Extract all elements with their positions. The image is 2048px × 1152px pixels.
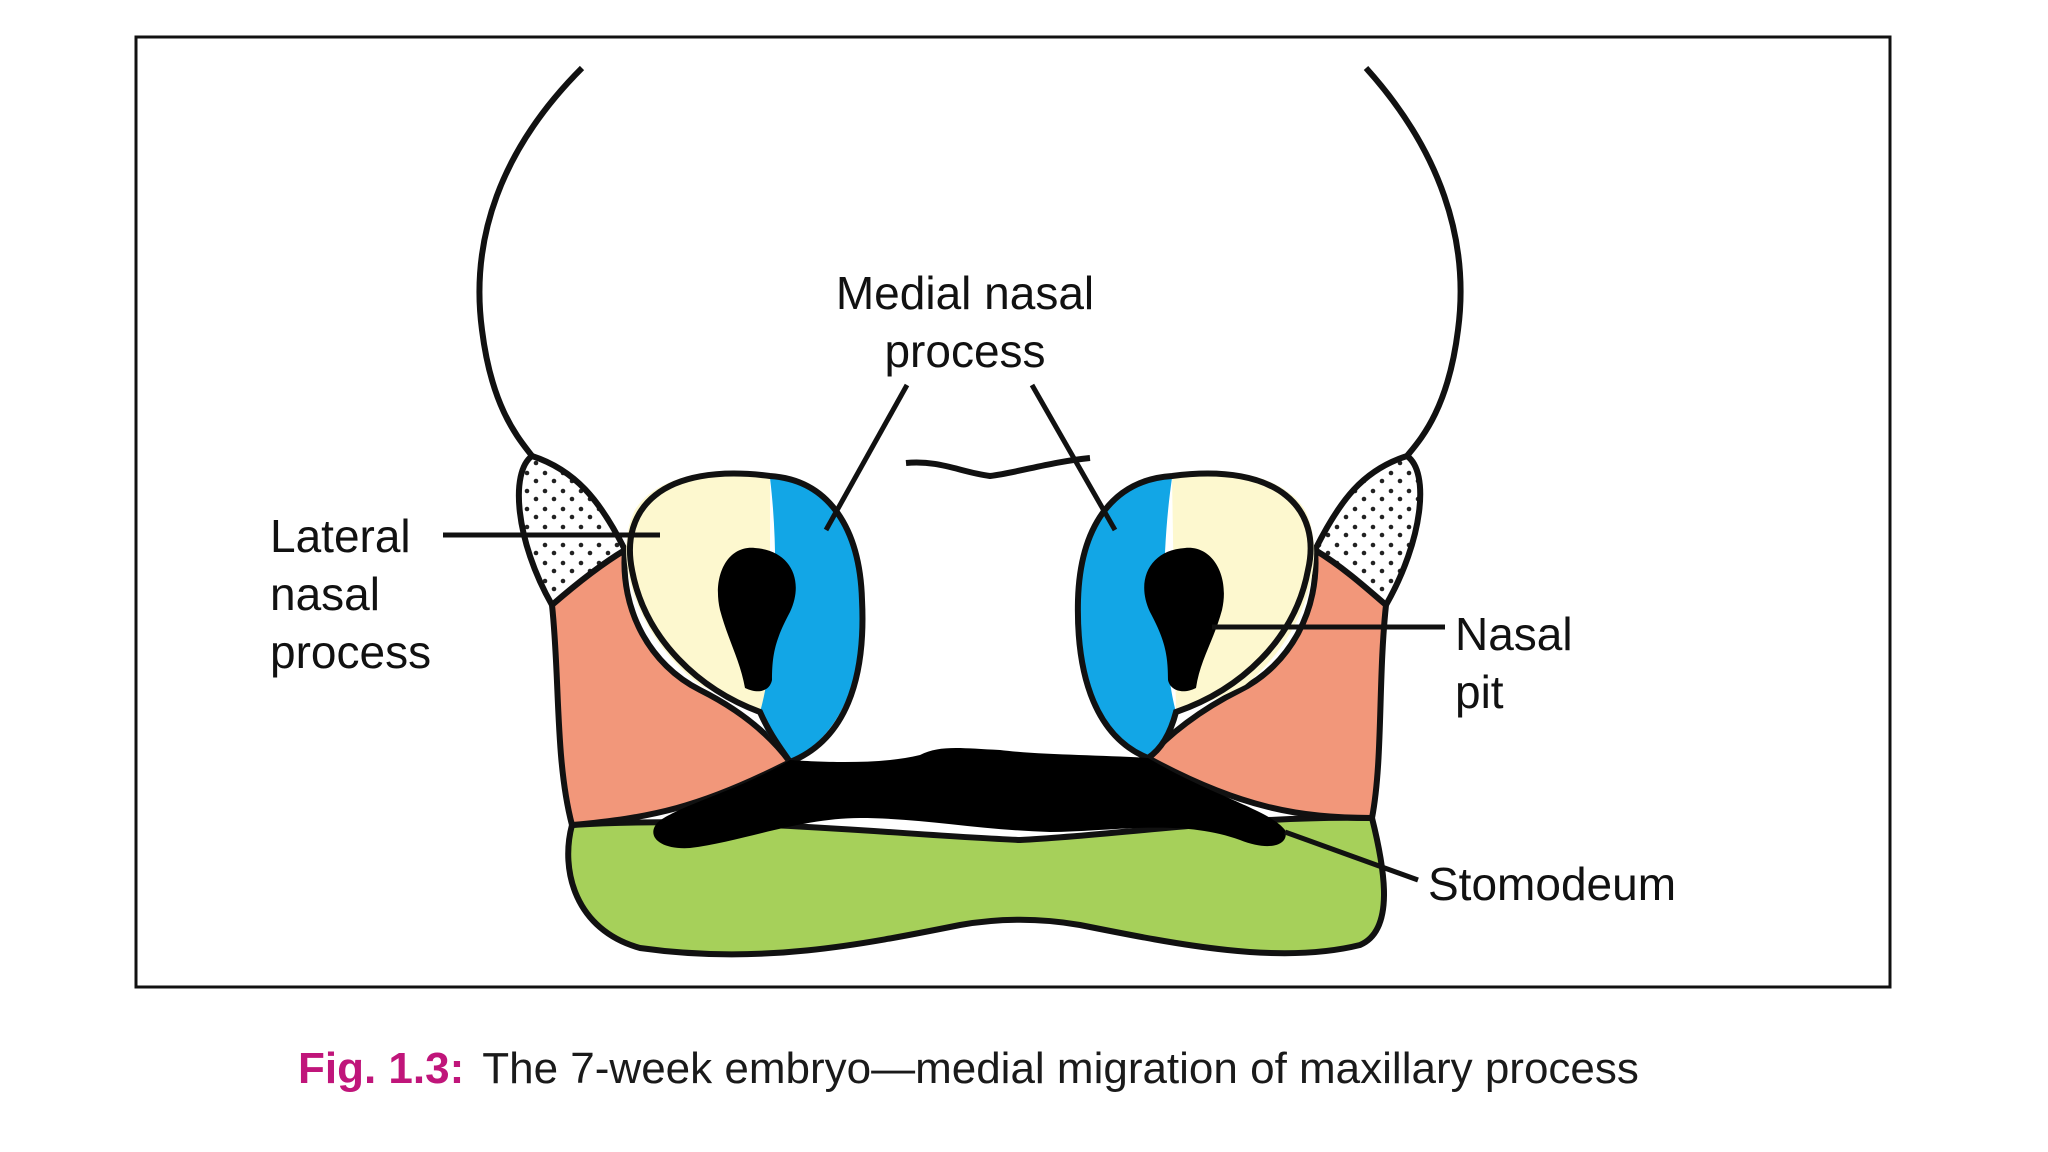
lateral-nasal-label-line2: nasal xyxy=(270,568,380,620)
head-outline xyxy=(476,65,585,458)
stomodeum-pointer-line xyxy=(1284,829,1419,883)
head-outline-right xyxy=(1363,65,1464,458)
nasal-pit-label-line2: pit xyxy=(1455,666,1504,718)
nasal-pit-label-line1: Nasal xyxy=(1455,608,1573,660)
medial-nasal-label-line1: Medial nasal xyxy=(836,267,1094,319)
lateral-nasal-label-line1: Lateral xyxy=(270,510,411,562)
figure-frame xyxy=(134,35,1892,989)
figure-caption: Fig. 1.3: The 7-week embryo—medial migra… xyxy=(298,1044,1639,1093)
medial-nasal-label-line2: process xyxy=(884,325,1045,377)
right-nasal-pit xyxy=(1144,547,1224,692)
left-lateral-nasal-process xyxy=(626,472,770,712)
stomodeum-label: Stomodeum xyxy=(1428,858,1676,910)
left-nasal-process-outline xyxy=(626,470,866,766)
right-nasal-process-outline xyxy=(1074,470,1314,762)
caption-text: The 7-week embryo—medial migration of ma… xyxy=(482,1044,1639,1093)
right-lateral-nasal-process xyxy=(1172,472,1315,712)
caption-number: Fig. 1.3: xyxy=(298,1044,464,1093)
right-medial-nasal-process xyxy=(1078,478,1176,758)
mandibular-process xyxy=(565,814,1387,958)
stomodeum xyxy=(653,747,1286,849)
medial-pointer-right xyxy=(1029,383,1118,532)
medial-pointer-left xyxy=(823,383,910,532)
frontonasal-mark xyxy=(905,455,1091,480)
left-nasal-pit xyxy=(717,547,796,692)
lateral-nasal-label-line3: process xyxy=(270,626,431,678)
left-medial-nasal-process xyxy=(760,478,863,760)
